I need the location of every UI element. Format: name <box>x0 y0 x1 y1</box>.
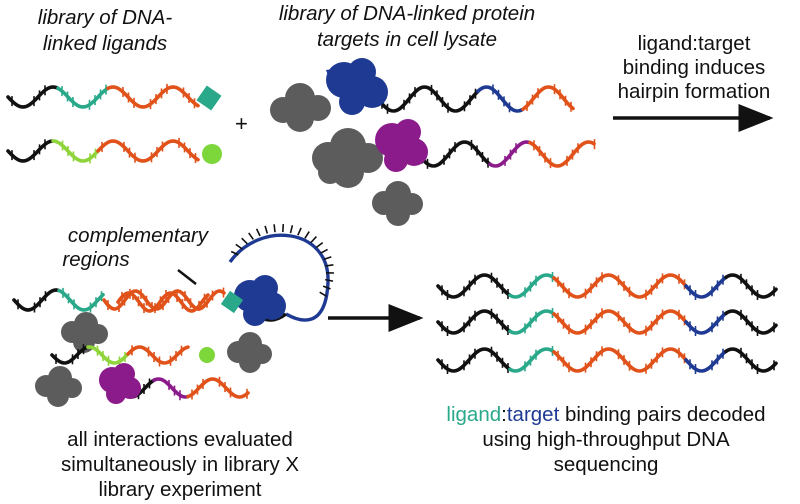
hairpin-caption-line3: hairpin formation <box>618 80 771 103</box>
lysate-cloud <box>35 366 82 407</box>
plus-sign: + <box>235 111 248 136</box>
decoded-rest: binding pairs decoded <box>559 403 765 426</box>
hairpin-duplex-top <box>102 287 226 312</box>
lime-circle-ligand-icon <box>202 144 222 164</box>
decoded-colon: : <box>501 403 507 426</box>
teal-diamond-ligand-icon <box>196 85 222 111</box>
decoded-caption-line2: using high-throughput DNA <box>482 428 730 451</box>
lysate-strand-lime <box>50 344 190 367</box>
purple-protein-bottom-icon <box>99 363 141 404</box>
target-library-title-line2: targets in cell lysate <box>317 28 497 51</box>
all-interactions-line1: all interactions evaluated <box>67 428 293 451</box>
ligand-strand-lime <box>6 137 200 164</box>
complementary-label-line2: regions <box>62 248 129 271</box>
lysate-cloud <box>312 128 383 188</box>
lysate-cloud <box>270 83 331 132</box>
lysate-cloud <box>372 181 423 226</box>
blue-protein-bound-icon <box>234 275 286 326</box>
hairpin-duplex-bottom <box>116 290 210 314</box>
target-strand-blue <box>376 84 575 114</box>
decoded-strand-3 <box>436 346 778 374</box>
decoded-strand-1 <box>436 272 778 300</box>
target-library-title-line1: library of DNA-linked protein <box>279 2 535 25</box>
lime-circle-bottom-icon <box>199 347 215 363</box>
teal-diamond-bound-icon <box>220 290 244 314</box>
blue-protein-blob-icon <box>326 58 388 115</box>
hairpin-caption-line2: binding induces <box>623 56 765 79</box>
decoded-strand-2 <box>436 308 778 336</box>
decoded-target-word: target <box>507 403 560 426</box>
all-interactions-line3: library experiment <box>99 478 262 501</box>
hairpin-caption-line1: ligand:target <box>638 32 751 55</box>
hairpin-loop <box>228 233 330 322</box>
complementary-label-line1: complementary <box>68 224 210 247</box>
complementary-leader-line <box>177 269 197 285</box>
lysate-cloud <box>61 312 108 353</box>
ligand-strand-teal <box>6 83 200 110</box>
dna-strands <box>6 83 778 401</box>
ligand-library-title-line1: library of DNA- <box>38 6 173 29</box>
lysate-cloud <box>227 332 272 373</box>
purple-protein-blob-icon <box>375 119 428 172</box>
all-interactions-line2: simultaneously in library X <box>61 453 299 476</box>
decoded-caption-line1: ligand:target binding pairs decoded <box>446 403 765 426</box>
target-strand-purple <box>416 139 596 169</box>
decoded-caption-line3: sequencing <box>554 453 659 476</box>
ligand-library-title-line2: linked ligands <box>43 32 167 55</box>
hairpin-strand-left <box>12 287 105 313</box>
decoded-ligand-word: ligand <box>446 403 501 426</box>
